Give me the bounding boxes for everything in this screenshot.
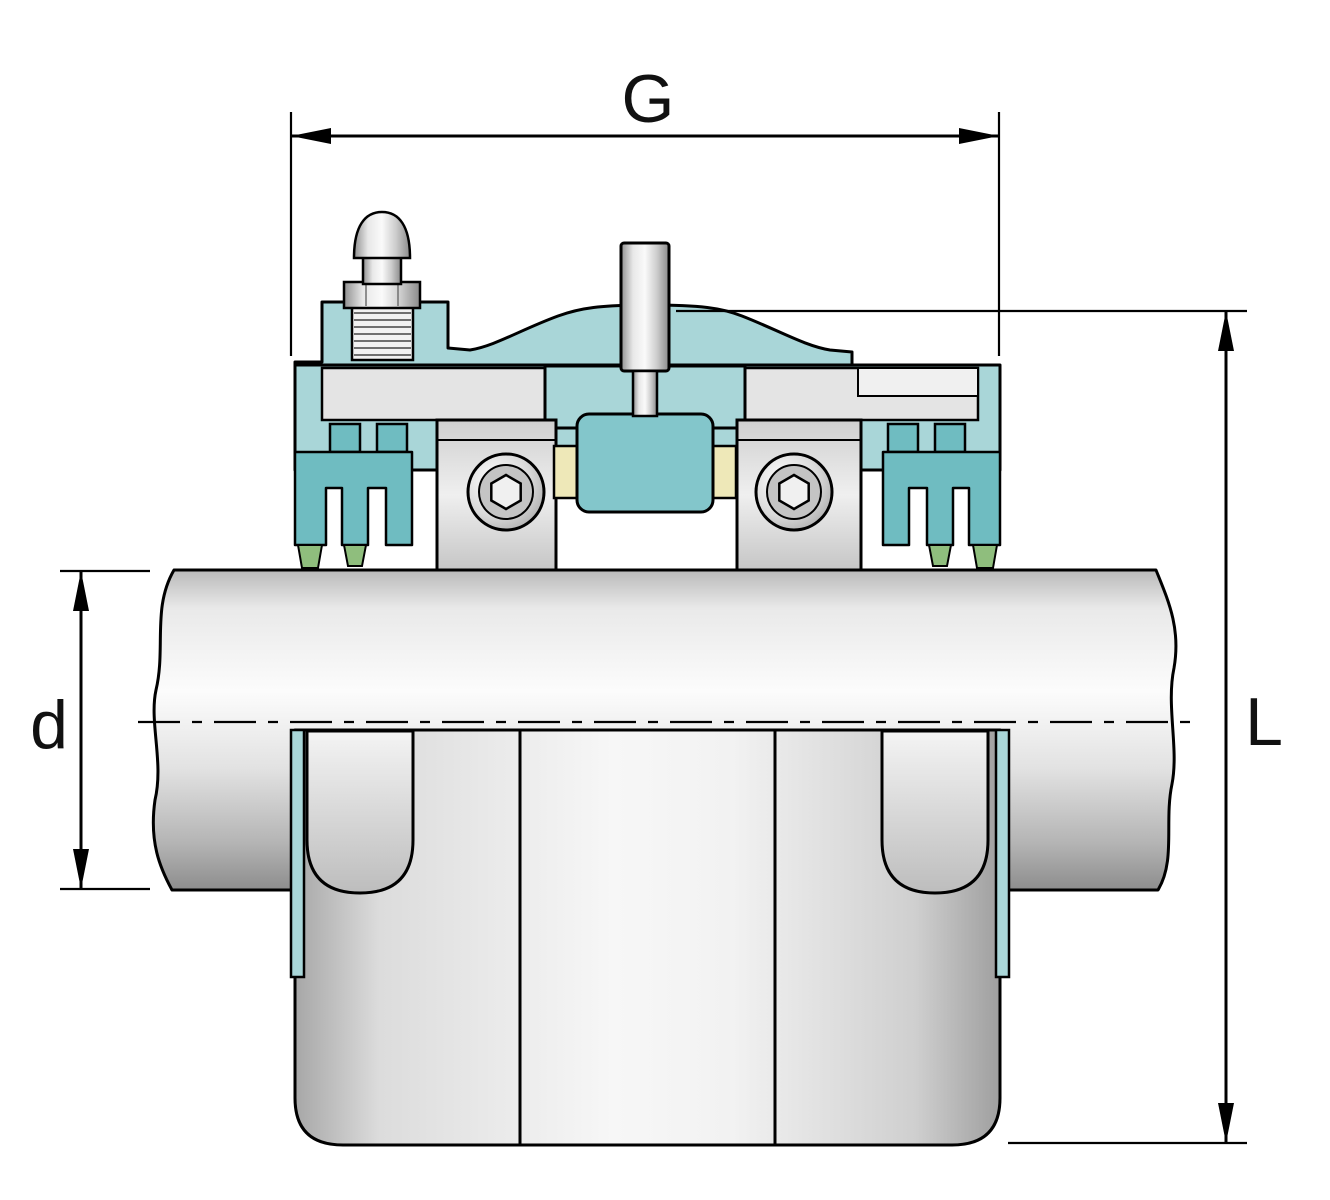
dimension-d-arrow-top-icon — [73, 571, 89, 611]
dimension-d-label: d — [30, 687, 68, 763]
dimension-G-arrow-left-icon — [291, 128, 331, 144]
collar-notch-right — [880, 729, 990, 895]
seal-left-outer — [296, 544, 324, 569]
collar-notch-left — [305, 729, 415, 895]
housing-slot-right — [857, 367, 979, 397]
labyrinth-tooth-left-a — [328, 422, 362, 454]
grease-nipple-hex — [342, 280, 422, 310]
collar-edge-strip-right — [994, 728, 1011, 979]
dimension-d: d — [30, 569, 150, 891]
dimension-L-arrow-bottom-icon — [1218, 1103, 1234, 1143]
seal-right-inner — [927, 544, 953, 567]
collar-edge-strip-left — [289, 728, 306, 979]
hex-socket-screw-left — [466, 452, 546, 532]
labyrinth-tooth-right-a — [886, 422, 920, 454]
grease-nipple-neck — [361, 254, 403, 286]
hex-socket-left-icon — [490, 473, 522, 511]
dimension-G: G — [289, 61, 1001, 356]
seal-left-inner — [342, 544, 368, 567]
dimension-L-arrow-top-icon — [1218, 311, 1234, 351]
seal-right-outer — [971, 544, 999, 569]
hex-socket-screw-right — [754, 452, 834, 532]
labyrinth-tooth-left-b — [375, 422, 409, 454]
dimension-d-arrow-bottom-icon — [73, 849, 89, 889]
roller — [575, 412, 715, 514]
labyrinth-tooth-right-b — [933, 422, 967, 454]
pivot-bolt-stem — [631, 369, 659, 418]
dimension-L-label: L — [1245, 684, 1283, 760]
labyrinth-comb-right — [881, 450, 1002, 547]
grease-nipple — [342, 210, 422, 362]
hex-socket-right-icon — [778, 473, 810, 511]
grease-nipple-thread-lines — [354, 312, 411, 356]
cage-strip-left — [552, 444, 579, 500]
cage-strip-right — [711, 444, 738, 500]
grease-nipple-cap — [352, 210, 412, 260]
dimension-G-label: G — [622, 61, 675, 137]
dimension-L: L — [676, 309, 1283, 1145]
dimension-G-arrow-right-icon — [959, 128, 999, 144]
grease-nipple-thread — [350, 304, 415, 362]
adapter-sleeve-collar — [293, 728, 1002, 1147]
pivot-bolt-body — [619, 241, 671, 373]
labyrinth-comb-left — [293, 450, 414, 547]
